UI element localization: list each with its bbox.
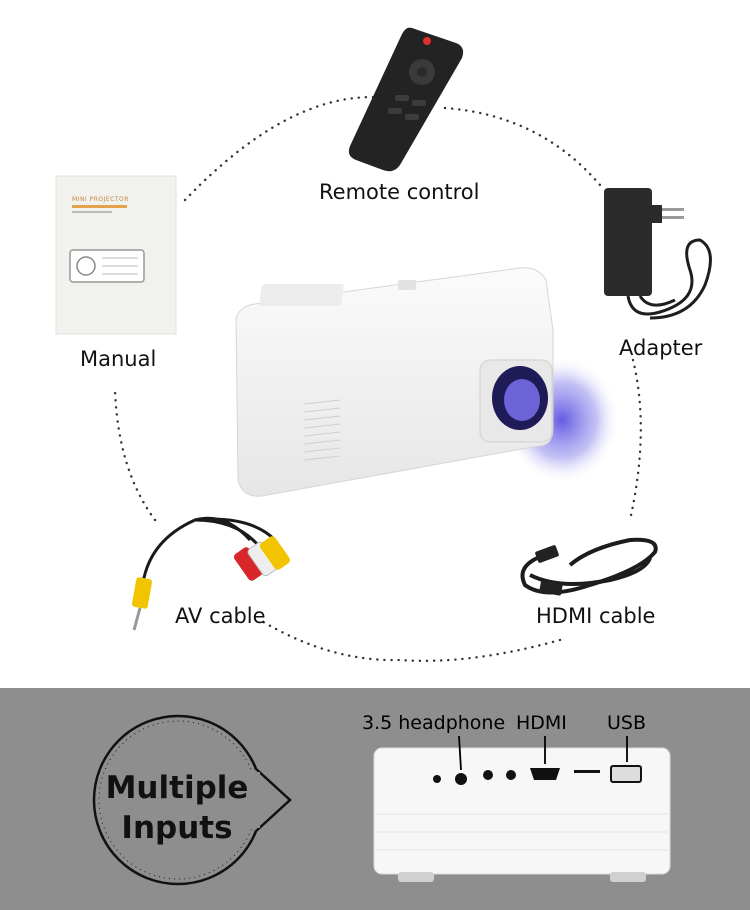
av-cable-image: [131, 516, 290, 631]
manual-label: Manual: [80, 347, 157, 371]
usb-port-label: USB: [607, 712, 647, 734]
headphone-port-label: 3.5 headphone: [362, 712, 506, 734]
av-cable-label: AV cable: [175, 604, 266, 628]
manual-cover-text: MINI PROJECTOR: [72, 196, 129, 203]
badge-line-2: Inputs: [121, 810, 233, 846]
hdmi-cable-image: [520, 537, 658, 596]
remote-control-label: Remote control: [319, 180, 480, 204]
remote-control-image: [348, 27, 464, 172]
multiple-inputs-badge: Multiple Inputs: [102, 768, 252, 848]
hdmi-cable-label: HDMI cable: [536, 604, 656, 628]
hdmi-port-label: HDMI: [516, 712, 567, 734]
adapter-label: Adapter: [619, 336, 703, 360]
speech-bubble: [92, 714, 292, 886]
manual-image: [55, 175, 177, 335]
projector-back-image: [373, 735, 671, 882]
badge-line-1: Multiple: [105, 770, 249, 806]
projector-image: [235, 267, 620, 497]
dotted-ring: [113, 96, 643, 663]
adapter-image: [604, 188, 712, 320]
